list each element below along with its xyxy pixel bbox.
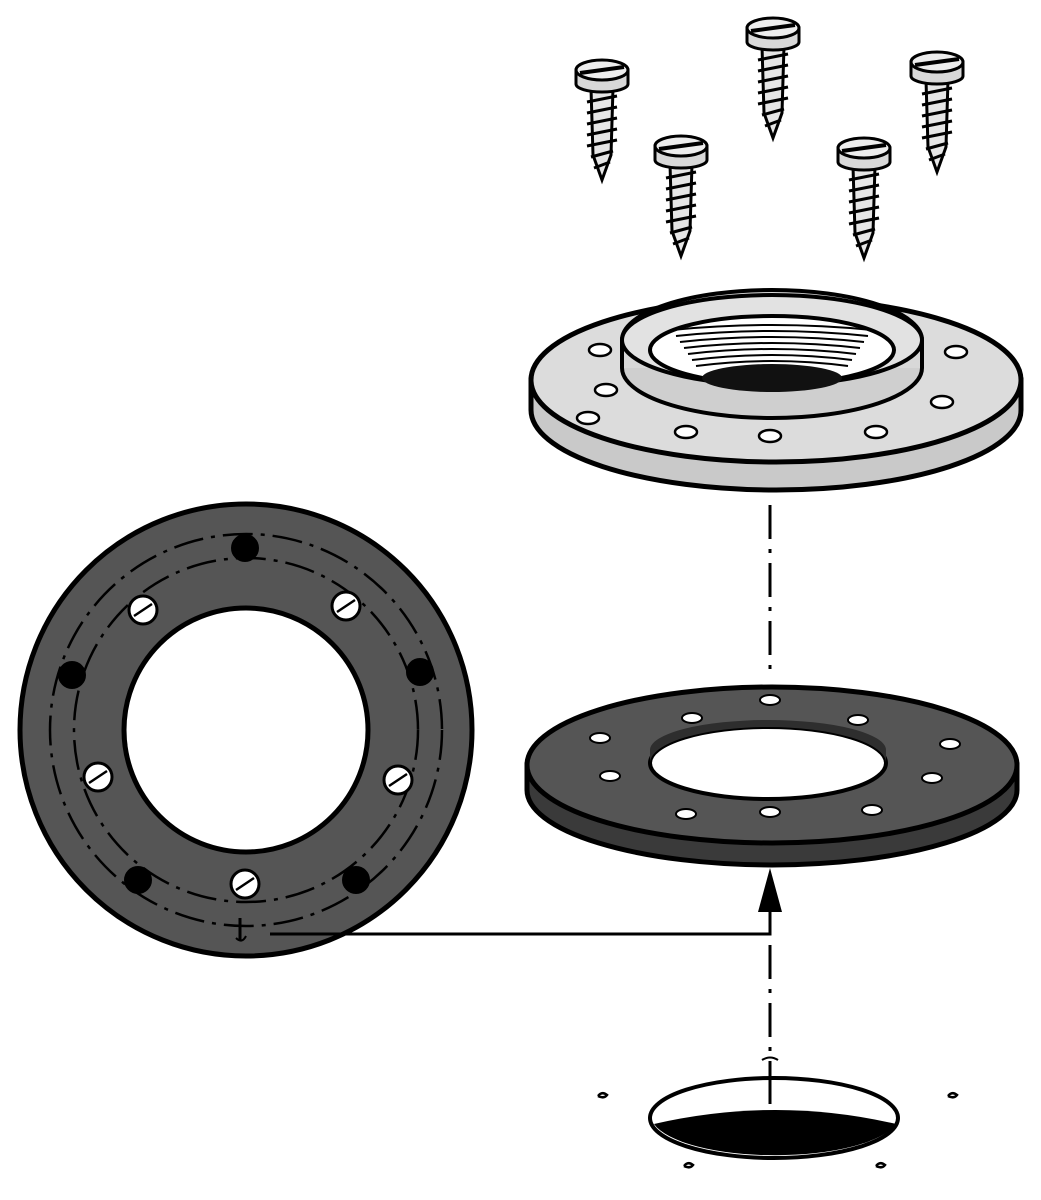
gasket-bolt-hole-solid: [58, 661, 86, 689]
gasket-hole: [681, 712, 703, 724]
threaded-flange: [528, 288, 1024, 493]
gasket-hole: [759, 694, 781, 706]
screw-2: [745, 16, 801, 143]
gasket-hole: [675, 808, 697, 820]
gasket-bolt-hole-open: [330, 590, 362, 622]
gasket-hole: [861, 804, 883, 816]
gasket-hole: [759, 806, 781, 818]
gasket: [524, 684, 1020, 868]
gasket-bolt-hole-open: [127, 594, 159, 626]
gasket-bolt-hole-solid: [231, 534, 259, 562]
gasket-bolt-hole-solid: [124, 866, 152, 894]
flange-screw-hole: [575, 410, 601, 426]
flange-screw-hole: [943, 344, 969, 360]
mounting-hole: [597, 1056, 959, 1169]
screw-1: [574, 58, 630, 185]
gasket-hole: [921, 772, 943, 784]
flange-screw-hole: [757, 428, 783, 444]
gasket-bolt-hole-solid: [342, 866, 370, 894]
gasket-top-view: [17, 501, 475, 959]
screws: [574, 16, 965, 263]
gasket-hole: [939, 738, 961, 750]
gasket-bolt-hole-open: [229, 868, 261, 900]
gasket-bolt-hole-open: [382, 764, 414, 796]
flange-screw-hole: [673, 424, 699, 440]
gasket-hole: [589, 732, 611, 744]
flange-screw-hole: [863, 424, 889, 440]
screw-5: [836, 136, 892, 263]
screw-3: [909, 50, 965, 177]
gasket-hole: [599, 770, 621, 782]
leader-arrow: [270, 868, 782, 936]
flange-screw-hole: [587, 342, 613, 358]
screw-4: [653, 134, 709, 261]
flange-screw-hole: [593, 382, 619, 398]
gasket-bolt-hole-open: [82, 761, 114, 793]
gasket-bolt-hole-solid: [406, 658, 434, 686]
flange-screw-hole: [929, 394, 955, 410]
gasket-hole: [847, 714, 869, 726]
